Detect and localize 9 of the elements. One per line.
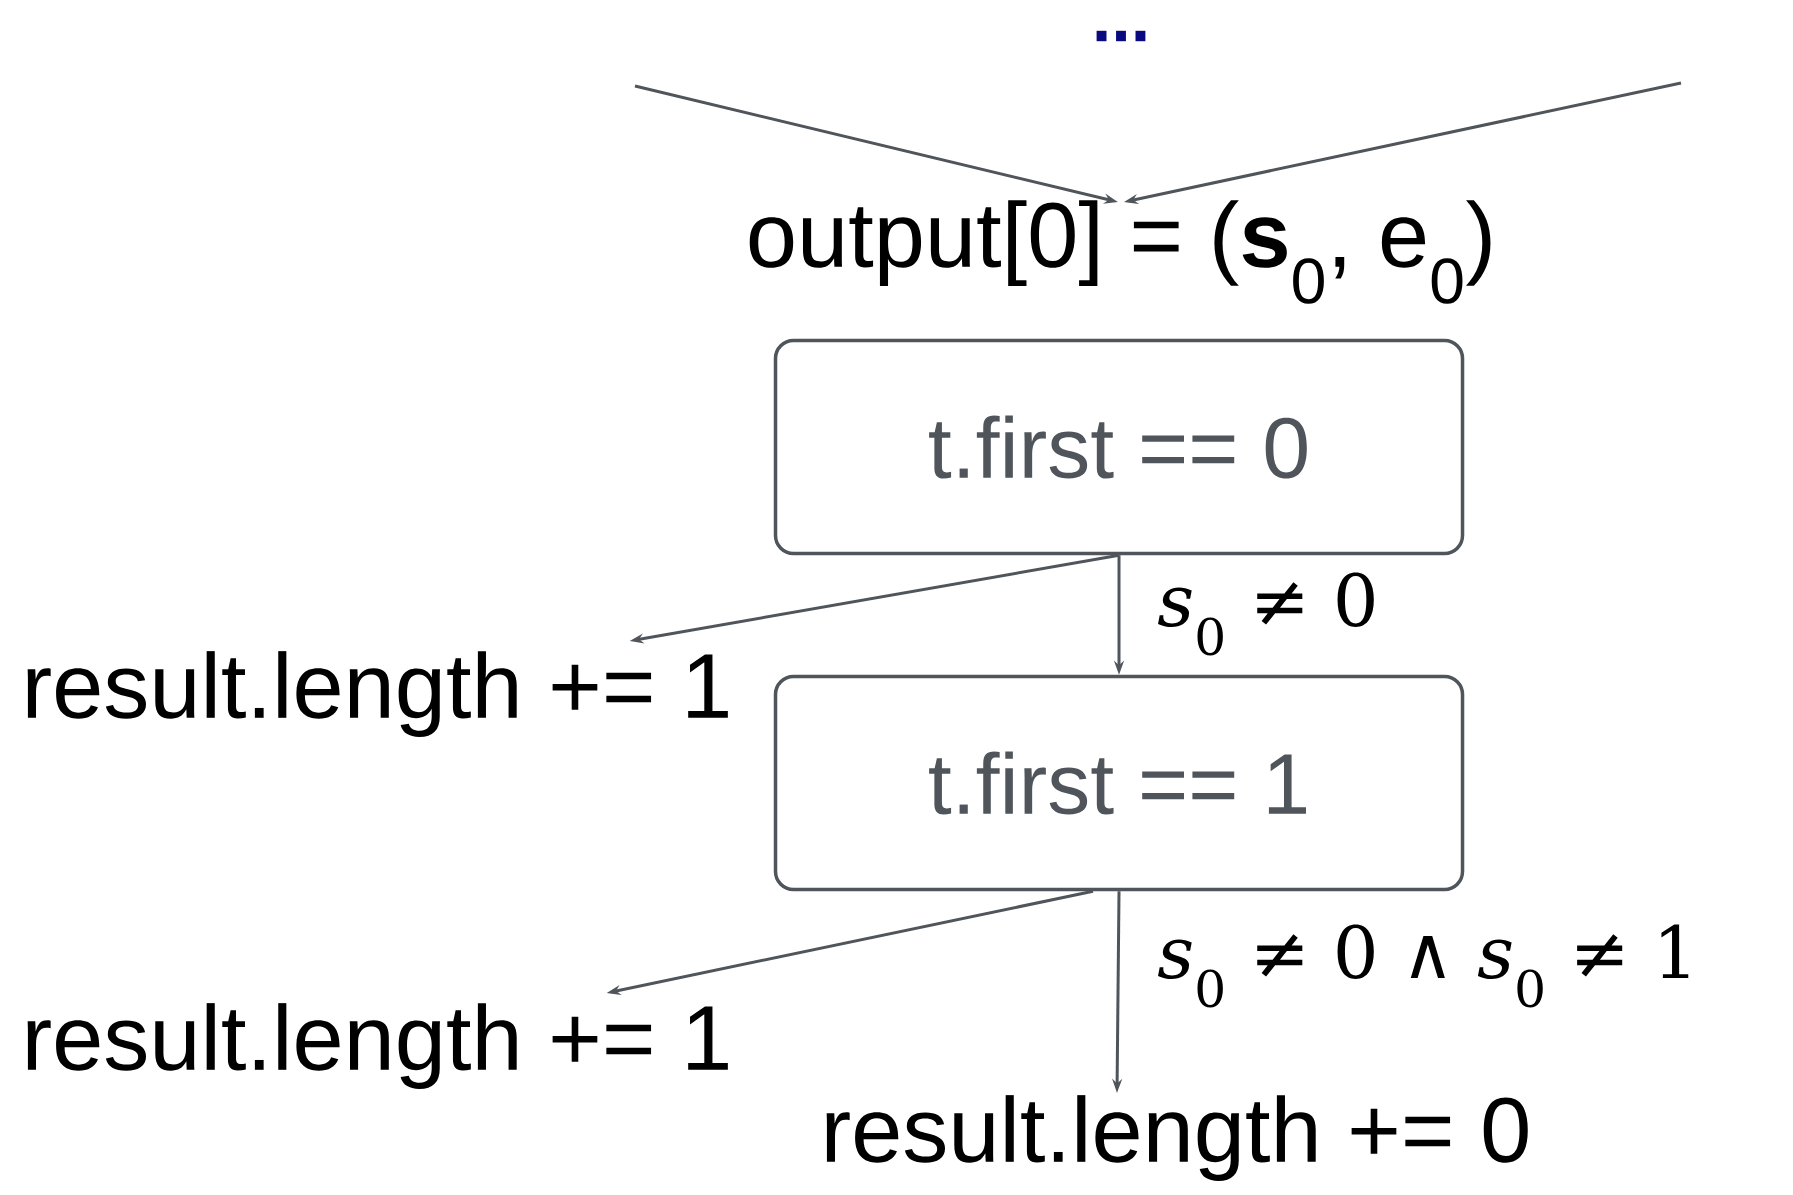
result-text: result.length += 0 — [826, 1095, 1528, 1181]
result-text: output[0] = (s$_{0}$, e$_{0}$) — [749, 200, 1491, 304]
result-text: result.length += 1 — [27, 651, 728, 737]
condition-box: t.first == 0 — [773, 338, 1465, 556]
edge-label: s$_{0}$ ≠ 0 — [1155, 570, 1381, 658]
condition-box: t.first == 1 — [773, 674, 1465, 892]
ellipsis-text: ... — [1096, 30, 1146, 42]
edge-label: s$_{0}$ ≠ 0 ∧ s$_{0}$ ≠ 1 — [1155, 922, 1701, 1010]
result-text: result.length += 1 — [27, 1003, 728, 1089]
